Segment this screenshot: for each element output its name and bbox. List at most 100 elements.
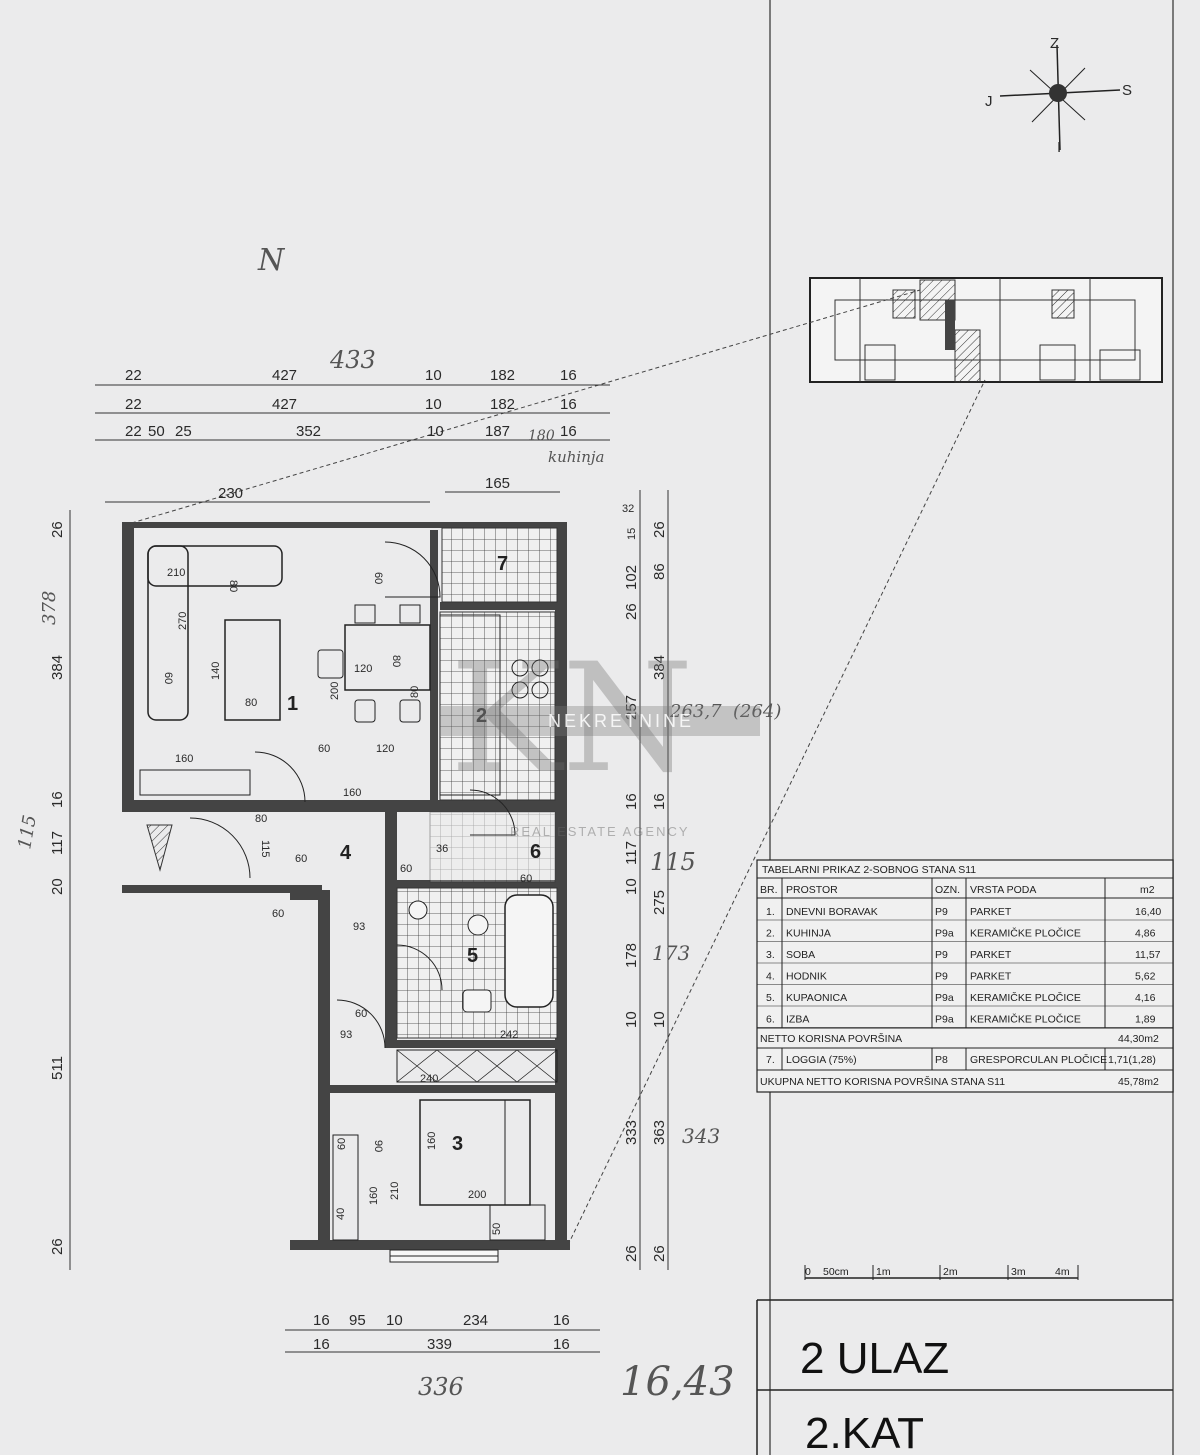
scale-4m: 4m xyxy=(1055,1266,1070,1278)
table-header-room: PROSTOR xyxy=(786,884,838,896)
dim-left-1: 384 xyxy=(49,655,66,680)
fdim-9: 120 xyxy=(354,663,372,675)
furniture-dimensions: 210 80 270 60 140 80 160 60 200 120 80 6… xyxy=(162,567,532,1235)
table-cell-r0-c4: 16,40 xyxy=(1135,906,1161,918)
dim-right-out-3: 16 xyxy=(651,793,668,810)
dim-inner-left: 230 xyxy=(218,485,243,502)
left-dimensions: 26 384 16 117 20 511 26 xyxy=(49,510,71,1270)
fdim-29: 210 xyxy=(389,1182,401,1200)
dim-top-r3-1: 50 xyxy=(148,423,165,440)
compass-south: S xyxy=(1122,82,1132,99)
fdim-0: 210 xyxy=(167,567,185,579)
dim-top-r1-1: 427 xyxy=(272,367,297,384)
room-7-label: 7 xyxy=(497,553,508,575)
handwritten-bottom-width: 336 xyxy=(418,1373,464,1401)
fdim-17: 60 xyxy=(295,853,307,865)
table-header-area: m2 xyxy=(1140,884,1155,896)
title-block: 2 ULAZ 2.KAT xyxy=(756,1299,1173,1455)
dim-left-2: 16 xyxy=(49,791,66,808)
dim-top-r2-4: 16 xyxy=(560,396,577,413)
watermark-sub: REAL ESTATE AGENCY xyxy=(510,824,690,839)
handwritten-kitchen-note: kuhinja xyxy=(548,448,604,466)
table-netto-value: 44,30m2 xyxy=(1118,1033,1159,1045)
scale-0: 0 xyxy=(805,1266,811,1278)
leader-line-top xyxy=(124,289,921,526)
table-cell-r3-c0: 4. xyxy=(766,971,775,983)
dim-bottom-r2-1: 339 xyxy=(427,1336,452,1353)
scale-3m: 3m xyxy=(1011,1266,1026,1278)
table-total-value: 45,78m2 xyxy=(1118,1076,1159,1088)
dim-top-r3-3: 352 xyxy=(296,423,321,440)
dim-left-3: 117 xyxy=(49,831,66,855)
dim-right-out-1: 86 xyxy=(651,563,668,580)
dim-right-in-0: 32 xyxy=(622,503,634,515)
handwritten-width-top: 433 xyxy=(329,346,376,374)
fdim-2: 270 xyxy=(177,612,189,630)
dim-inner-right: 165 xyxy=(485,475,510,492)
scale-1m: 1m xyxy=(876,1266,891,1278)
handwritten-hall-height: 115 xyxy=(650,848,696,876)
scale-2m: 2m xyxy=(943,1266,958,1278)
dim-right-in-7: 10 xyxy=(623,878,640,895)
dim-right-in-4: 257 xyxy=(623,695,640,720)
handwritten-bottom-note: 16,43 xyxy=(620,1359,735,1405)
dim-top-r1-4: 16 xyxy=(560,367,577,384)
dim-bottom-r1-4: 16 xyxy=(553,1312,570,1329)
table-cell-r0-c2: P9 xyxy=(935,906,948,918)
table-cell-r4-c4: 4,16 xyxy=(1135,992,1156,1004)
fdim-26: 240 xyxy=(420,1073,438,1085)
table-cell-r3-c2: P9 xyxy=(935,971,948,983)
table-cell-r2-c4: 11,57 xyxy=(1135,949,1161,961)
table-cell-r3-c3: PARKET xyxy=(970,971,1012,983)
watermark-brand: NEKRETNINE xyxy=(548,711,694,731)
fdim-10: 80 xyxy=(390,655,402,667)
compass-north: Z xyxy=(1050,35,1059,52)
fdim-14: 80 xyxy=(255,813,267,825)
title-entrance: 2 ULAZ xyxy=(800,1334,949,1383)
table-cell-r5-c4: 1,89 xyxy=(1135,1014,1156,1026)
fdim-7: 60 xyxy=(372,572,384,584)
fdim-31: 200 xyxy=(468,1189,486,1201)
dim-top-r1-0: 22 xyxy=(125,367,142,384)
compass-east: I xyxy=(1057,139,1061,156)
table-loggia-area: 1,71(1,28) xyxy=(1108,1054,1156,1066)
handwritten-room3-height: 343 xyxy=(682,1124,720,1148)
table-cell-r1-c4: 4,86 xyxy=(1135,928,1156,940)
table-cell-r4-c0: 5. xyxy=(766,992,775,1004)
area-table: TABELARNI PRIKAZ 2-SOBNOG STANA S11 BR. … xyxy=(756,859,1174,1093)
fdim-32: 60 xyxy=(336,1138,348,1150)
table-header-floor: VRSTA PODA xyxy=(970,884,1036,896)
dim-right-in-2: 102 xyxy=(623,565,640,590)
table-cell-r0-c1: DNEVNI BORAVAK xyxy=(786,906,878,918)
dim-right-out-2: 384 xyxy=(651,655,668,680)
fdim-11: 60 xyxy=(318,743,330,755)
table-cell-r1-c1: KUHINJA xyxy=(786,928,831,940)
dim-bottom-r1-2: 10 xyxy=(386,1312,403,1329)
table-cell-r3-c4: 5,62 xyxy=(1135,971,1156,983)
fdim-15: 80 xyxy=(409,686,421,698)
dim-top-r2-0: 22 xyxy=(125,396,142,413)
table-total-label: UKUPNA NETTO KORISNA POVRŠINA STANA S11 xyxy=(760,1075,1005,1088)
watermark-logo: KN xyxy=(450,632,693,806)
room-5-label: 5 xyxy=(467,945,478,967)
fdim-16: 115 xyxy=(259,840,271,858)
fdim-23: 93 xyxy=(340,1029,352,1041)
compass-rose: Z S J I xyxy=(985,35,1132,156)
scale-50cm: 50cm xyxy=(823,1266,849,1278)
fdim-19: 60 xyxy=(400,863,412,875)
fdim-12: 120 xyxy=(376,743,394,755)
room-3-label: 3 xyxy=(452,1133,463,1155)
handwritten-loggia-depth: 180 xyxy=(528,428,555,444)
key-plan xyxy=(809,277,1163,383)
fdim-25: 242 xyxy=(500,1029,518,1041)
dim-right-out-7: 26 xyxy=(651,1245,668,1262)
table-cell-r2-c3: PARKET xyxy=(970,949,1012,961)
table-cell-r1-c3: KERAMIČKE PLOČICE xyxy=(970,927,1081,940)
table-netto-label: NETTO KORISNA POVRŠINA xyxy=(760,1032,902,1045)
dim-top-r3-5: 187 xyxy=(485,423,510,440)
handwritten-height-left: 378 xyxy=(39,591,60,625)
fdim-8: 200 xyxy=(329,682,341,700)
table-cell-r2-c0: 3. xyxy=(766,949,775,961)
dim-right-in-6: 117 xyxy=(623,841,640,865)
